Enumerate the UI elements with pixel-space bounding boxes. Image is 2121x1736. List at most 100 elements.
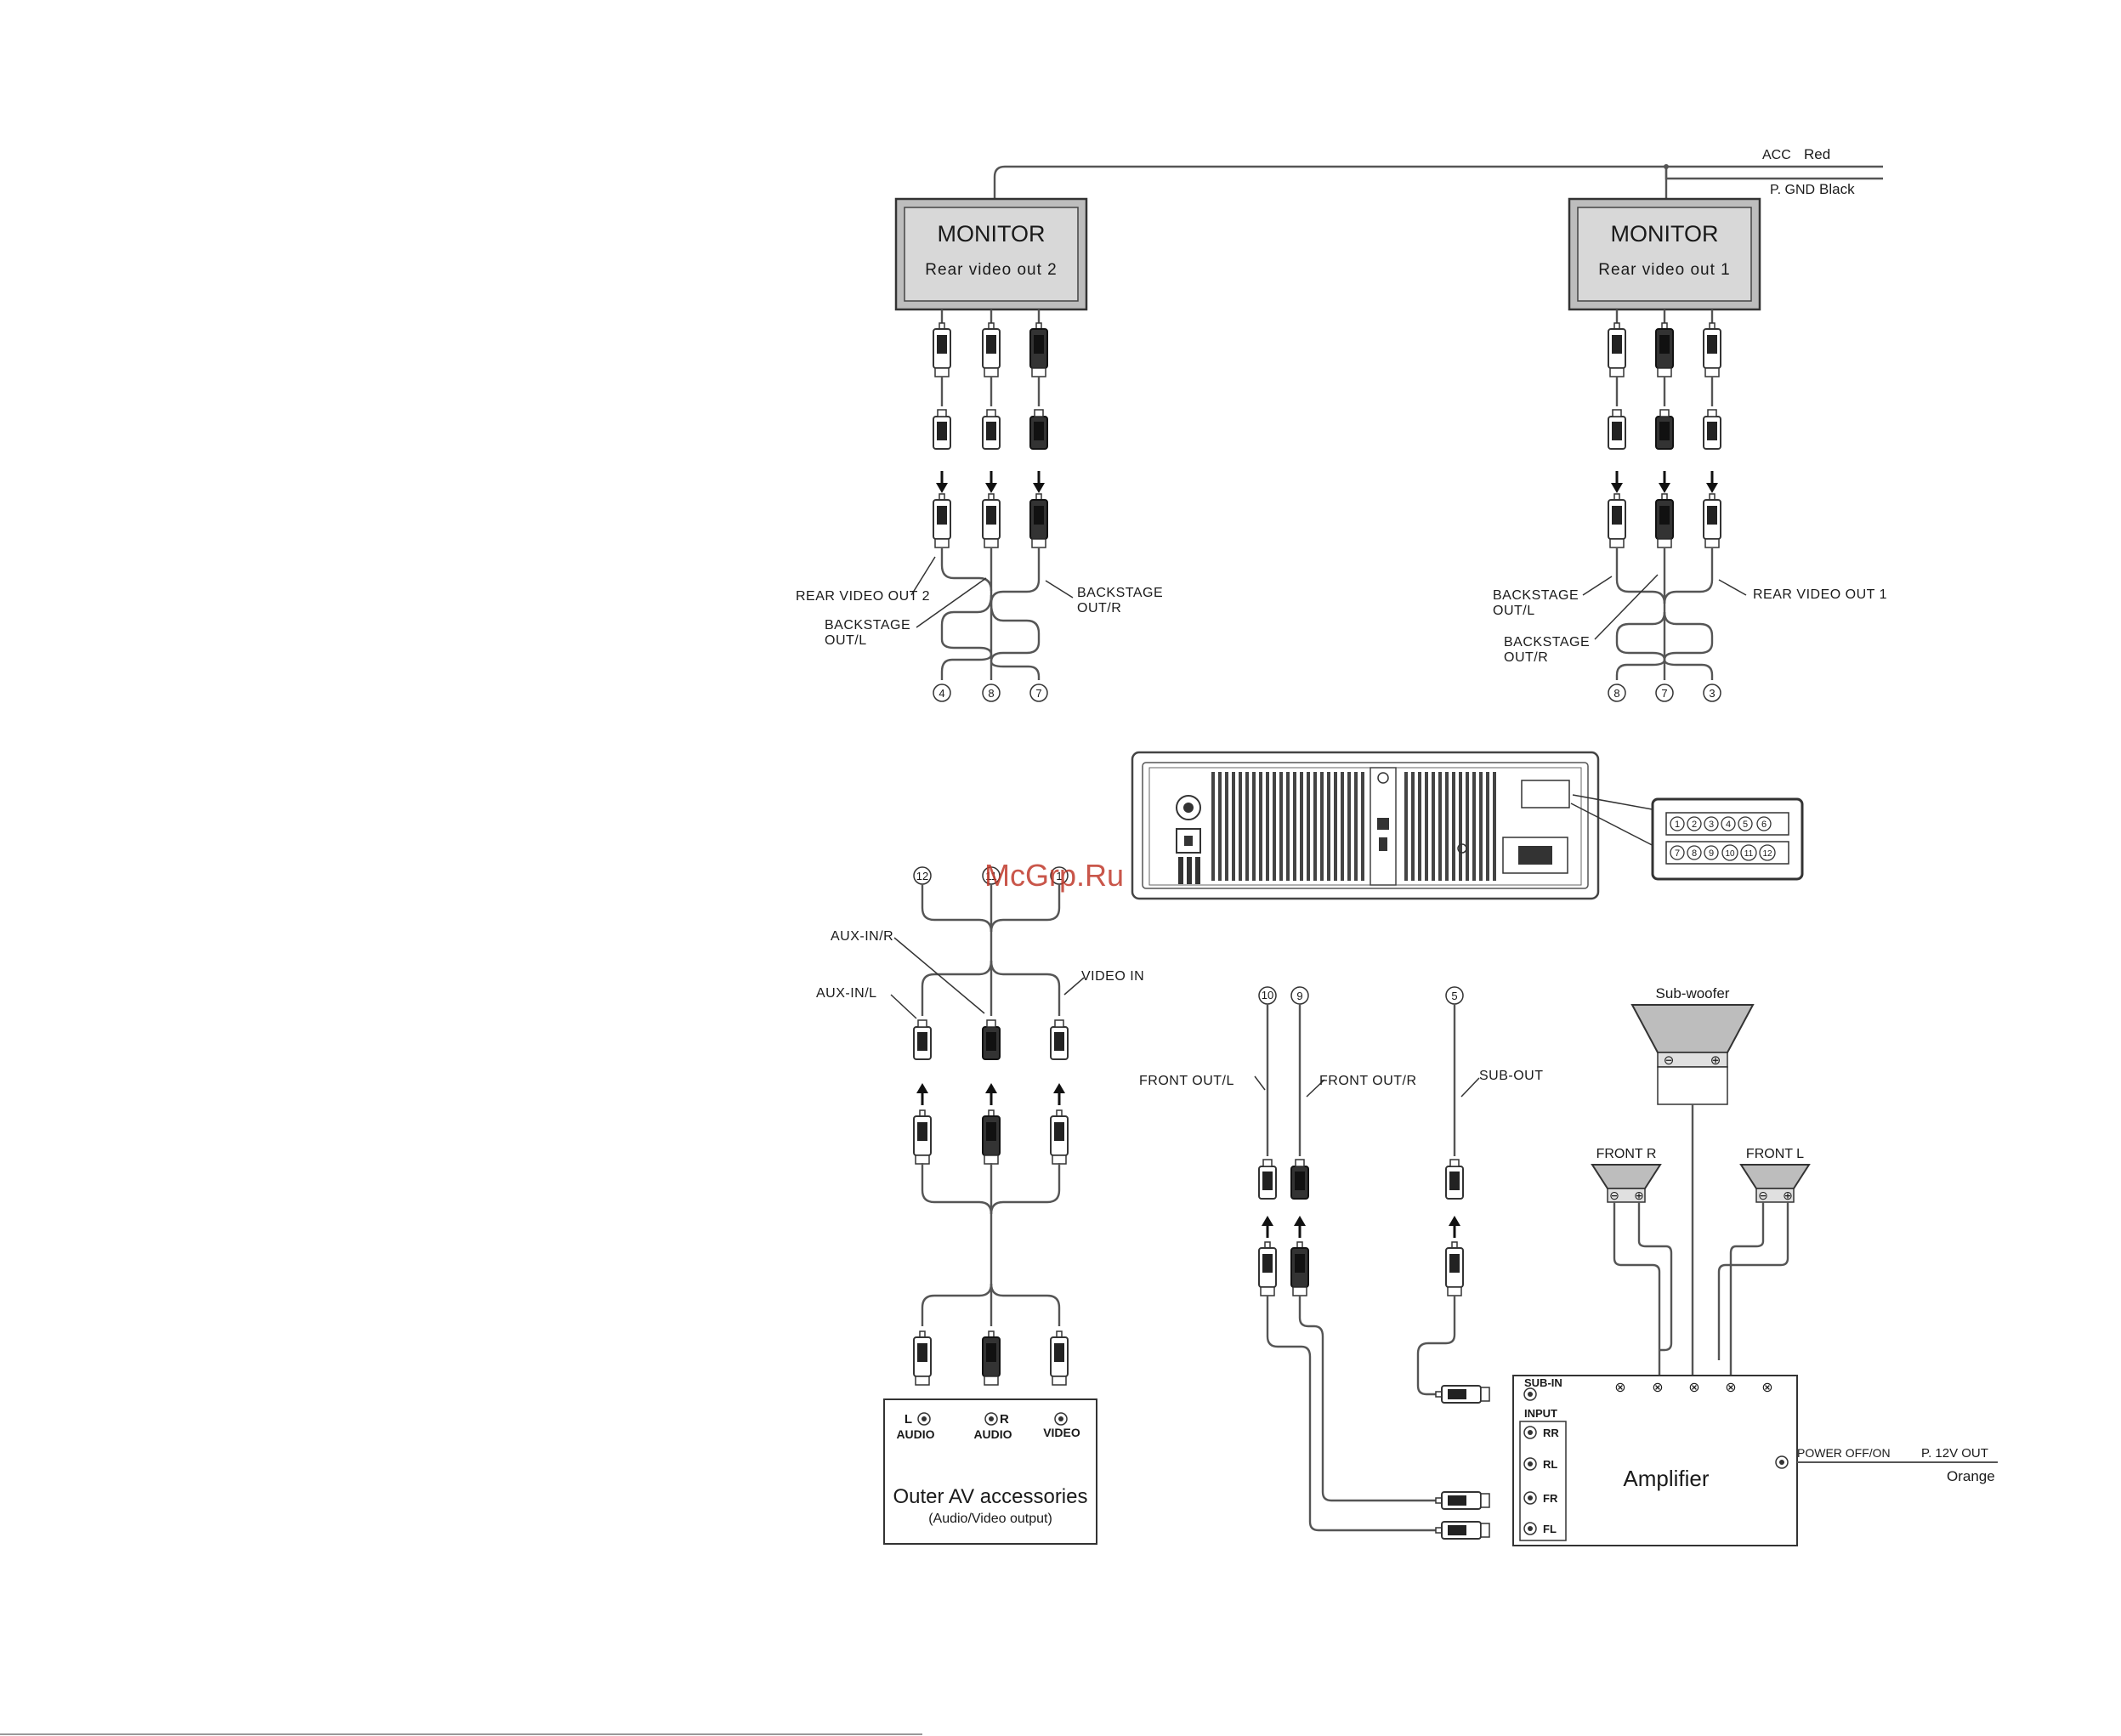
label-backstage-out-r-left-2: OUT/R [1077,601,1121,616]
svg-text:⊗: ⊗ [1761,1381,1772,1395]
svg-text:⊗: ⊗ [1652,1381,1663,1395]
heatsink-fin [1245,772,1249,881]
heatsink-fin [1239,772,1242,881]
connector-pin: 9 [1709,848,1714,859]
svg-text:⊖: ⊖ [1609,1189,1619,1202]
label-backstage-out-l-left-2: OUT/L [825,633,867,648]
heatsink-fin [1286,772,1290,881]
pin-9-front: 9 [1296,990,1302,1002]
label-video-in: VIDEO IN [1081,969,1144,984]
connector-pin: 5 [1743,820,1748,830]
label-backstage-out-r-right-2: OUT/R [1504,650,1548,665]
heatsink-fin [1466,772,1469,881]
connector-pin: 8 [1692,848,1697,859]
front-r-speaker: ⊖ ⊕ [1591,1164,1673,1377]
connector-pin: 1 [1675,820,1680,830]
monitor-rear-1 [1568,197,1761,311]
heatsink-fin [1307,772,1310,881]
amp-power-label: POWER OFF/ON [1797,1446,1891,1460]
amp-input-fl: FL [1543,1523,1557,1535]
pin-8-left: 8 [988,687,994,700]
connector-pin: 3 [1709,820,1714,830]
heatsink-fin [1341,772,1344,881]
monitor-2-subtitle: Rear video out 2 [925,261,1057,279]
connector-pin: 11 [1744,849,1754,859]
heatsink-fin [1211,772,1215,881]
label-aux-in-r: AUX-IN/R [831,929,893,944]
pin-7-left: 7 [1035,687,1041,700]
heatsink-fin [1354,772,1358,881]
aux-cables [890,866,1085,1386]
heatsink-fin [1418,772,1421,881]
heatsink-fin [1279,772,1283,881]
heatsink-fin [1266,772,1269,881]
pin-5-sub: 5 [1451,990,1457,1002]
monitor-1-subtitle: Rear video out 1 [1598,261,1730,279]
subwoofer: ⊖ ⊕ [1630,1004,1755,1377]
connector-pin: 12 [1762,849,1772,859]
svg-text:⊗: ⊗ [1688,1381,1699,1395]
gnd-label: P. GND [1770,183,1815,197]
monitor-rear-2 [894,197,1088,311]
front-sub-cables [1254,986,1490,1540]
acc-label: ACC [1762,148,1791,162]
amp-sub-in: SUB-IN [1524,1376,1562,1389]
svg-text:⊕: ⊕ [1783,1189,1793,1202]
pin-7-right: 7 [1661,687,1667,700]
monitor-2-cables [910,309,1074,702]
svg-text:⊖: ⊖ [1664,1053,1675,1068]
gnd-color-label: Black [1819,181,1855,197]
connector-pin: 7 [1675,848,1680,859]
heatsink-fin [1432,772,1435,881]
outer-av-subtitle: (Audio/Video output) [928,1512,1052,1526]
label-backstage-out-r-left-1: BACKSTAGE [1077,586,1163,600]
label-backstage-out-l-right-1: BACKSTAGE [1493,588,1579,603]
label-rear-video-out-2: REAR VIDEO OUT 2 [796,589,930,604]
heatsink-fin [1320,772,1324,881]
head-unit-rear [1131,751,1804,900]
pin-11-aux: 11 [985,870,997,882]
amplifier: ⊗ ⊗ ⊗ ⊗ ⊗ [1512,1375,1998,1546]
heatsink-fin [1479,772,1483,881]
outer-av-audio-l: AUDIO [896,1427,934,1441]
label-backstage-out-r-right-1: BACKSTAGE [1504,635,1590,650]
label-aux-in-l: AUX-IN/L [816,986,877,1001]
outer-av-title: Outer AV accessories [893,1485,1088,1508]
amp-input: INPUT [1524,1407,1557,1420]
pin-1-aux: 1 [1056,870,1062,882]
heatsink-fin [1334,772,1337,881]
amp-input-fr: FR [1543,1492,1558,1505]
amp-p12v-label: P. 12V OUT [1921,1446,1988,1461]
pin-3-right: 3 [1709,687,1715,700]
connector-pin: 4 [1726,820,1731,830]
heatsink-fin [1218,772,1222,881]
label-front-out-l: FRONT OUT/L [1139,1074,1234,1088]
front-l-speaker: ⊖ ⊕ [1717,1164,1811,1377]
svg-text:⊗: ⊗ [1725,1381,1736,1395]
heatsink-fin [1259,772,1262,881]
acc-color-label: Red [1804,146,1830,162]
pin-4-left: 4 [939,687,944,700]
monitor-2-title: MONITOR [938,221,1046,247]
heatsink-fin [1486,772,1489,881]
watermark-logo: McGrp.Ru [984,858,1124,893]
heatsink-fin [1459,772,1462,881]
front-r-label: FRONT R [1596,1147,1657,1161]
heatsink-fin [1273,772,1276,881]
power-lines [993,164,1883,200]
connector-pin: 10 [1725,849,1735,859]
outer-av-audio-r: AUDIO [973,1427,1012,1441]
label-backstage-out-l-right-2: OUT/L [1493,604,1535,618]
amp-input-rr: RR [1543,1427,1559,1439]
outer-av-jack-l: L [905,1412,912,1427]
label-sub-out: SUB-OUT [1479,1069,1544,1083]
heatsink-fin [1452,772,1455,881]
heatsink-fin [1327,772,1330,881]
svg-text:⊗: ⊗ [1614,1381,1625,1395]
heatsink-fin [1300,772,1303,881]
pin-12-aux: 12 [916,870,928,882]
heatsink-fin [1425,772,1428,881]
amp-p12v-color: Orange [1947,1468,1995,1484]
connector-pin: 6 [1761,820,1767,830]
